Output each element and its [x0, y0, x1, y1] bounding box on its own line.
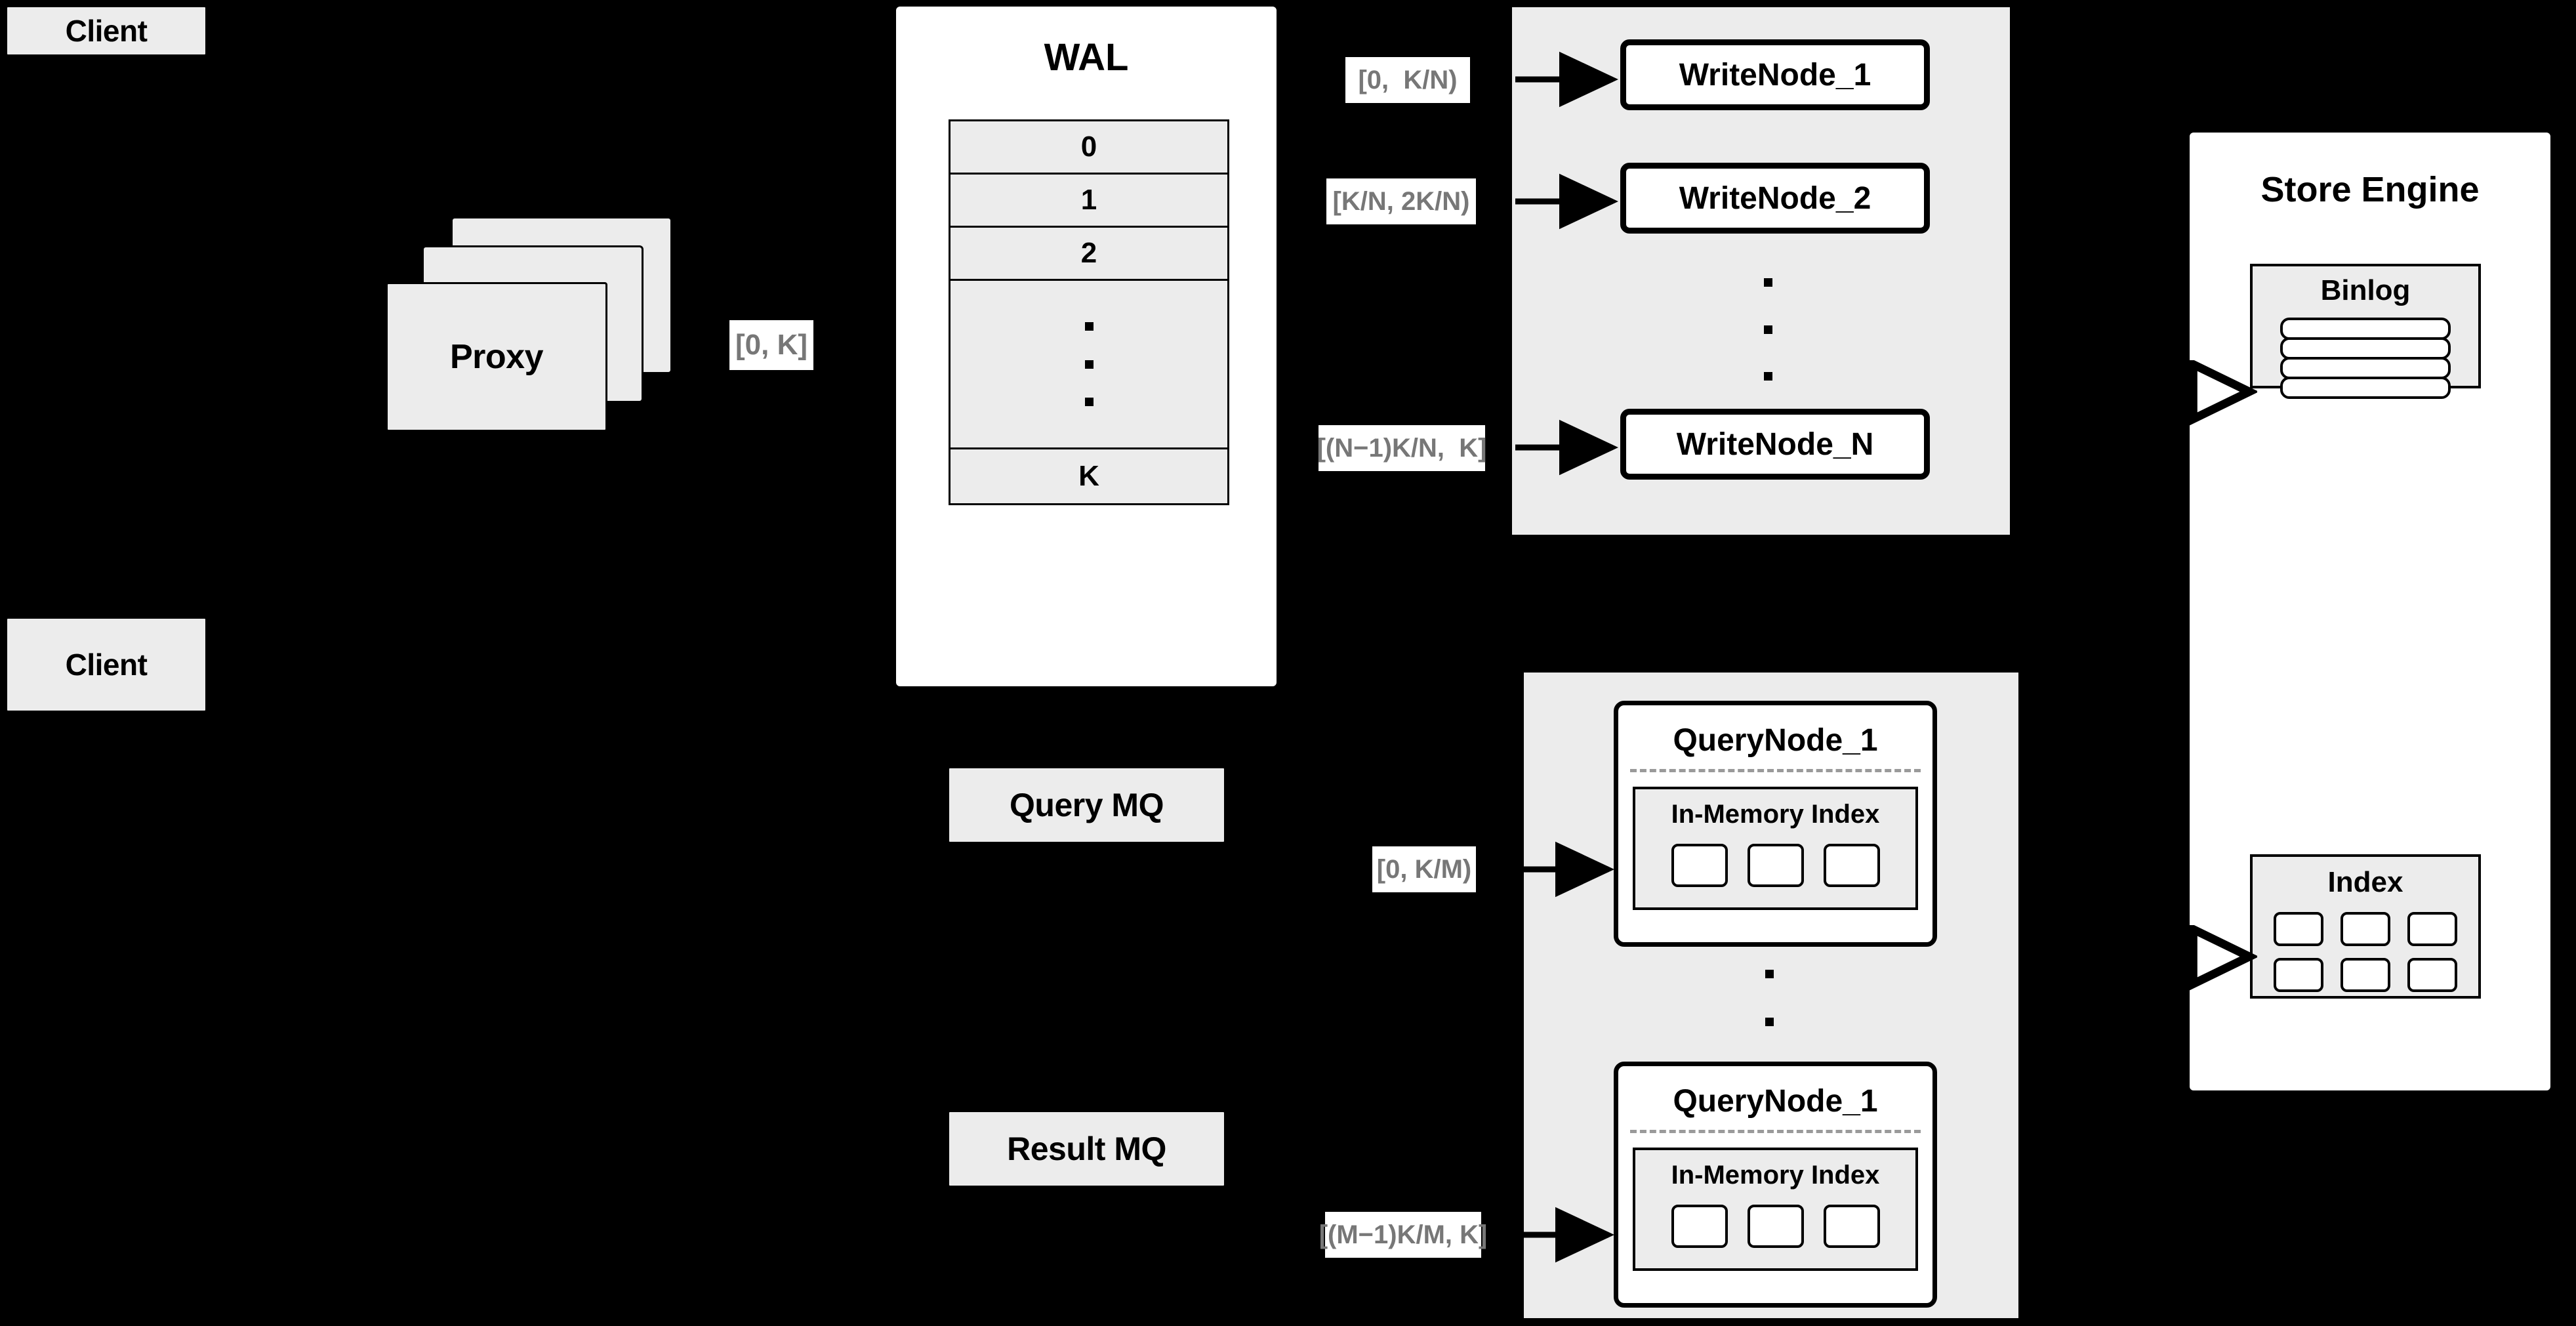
client-label: Client [65, 648, 148, 682]
write-node-2[interactable]: WriteNode_2 [1620, 163, 1930, 234]
proxy-label: Proxy [449, 338, 544, 376]
range-text: [(N−1)K/N, K] [1317, 433, 1487, 463]
in-memory-index-panel: In-Memory Index [1633, 1148, 1918, 1271]
range-text: [0, K/M) [1376, 854, 1472, 884]
wal-cell[interactable]: 1 [949, 173, 1229, 228]
query-node-divider [1630, 1130, 1921, 1133]
write-node-2-range-label: [K/N, 2K/N) [1326, 178, 1476, 224]
wal-title: WAL [1044, 36, 1129, 79]
write-node-n-range-label: [(N−1)K/N, K] [1317, 425, 1487, 471]
index-slot[interactable] [1671, 844, 1728, 887]
query-node-2[interactable]: QueryNode_1 In-Memory Index [1614, 1062, 1937, 1308]
client-box-1[interactable]: Client [5, 5, 207, 56]
result-mq-box[interactable]: Result MQ [947, 1110, 1226, 1188]
proxy-box[interactable]: Proxy [386, 282, 607, 432]
query-node-1-range-label: [0, K/M) [1372, 846, 1476, 892]
query-node-divider [1630, 769, 1921, 772]
vertical-ellipsis-icon [1084, 322, 1094, 406]
write-cluster-ellipsis-icon [1763, 278, 1772, 381]
binlog-bar[interactable] [2280, 377, 2451, 399]
result-mq-label: Result MQ [1007, 1130, 1166, 1167]
write-node-n[interactable]: WriteNode_N [1620, 409, 1930, 480]
binlog-bar[interactable] [2280, 337, 2451, 360]
store-index-slot[interactable] [2341, 912, 2390, 946]
wal-container: WAL 0 1 2 K [893, 4, 1279, 689]
query-mq-box[interactable]: Query MQ [947, 766, 1226, 844]
store-index-title: Index [2327, 866, 2403, 898]
range-text: [(M−1)K/M, K] [1319, 1220, 1488, 1249]
binlog-title: Binlog [2320, 274, 2411, 306]
store-index-slot[interactable] [2274, 958, 2323, 992]
index-slot[interactable] [1671, 1205, 1728, 1248]
store-engine-title: Store Engine [2260, 170, 2480, 209]
write-node-1-range-label: [0, K/N) [1345, 57, 1470, 103]
wal-cell[interactable]: 2 [949, 226, 1229, 281]
binlog-bar[interactable] [2280, 357, 2451, 379]
store-index-slot[interactable] [2274, 912, 2323, 946]
range-text: [K/N, 2K/N) [1332, 186, 1470, 216]
proxy-range-label: [0, K] [729, 320, 813, 370]
wal-cell-ellipsis [949, 279, 1229, 449]
store-engine-container: Store Engine Binlog Index [2187, 130, 2553, 1093]
write-node-label: WriteNode_2 [1679, 180, 1871, 216]
index-slot[interactable] [1747, 1205, 1804, 1248]
client-label: Client [65, 14, 148, 48]
client-box-2[interactable]: Client [5, 617, 207, 713]
wal-cell-label: 0 [1080, 131, 1097, 163]
proxy-range-text: [0, K] [735, 329, 808, 361]
query-cluster-ellipsis-icon [1765, 970, 1774, 1073]
in-memory-index-panel: In-Memory Index [1633, 787, 1918, 910]
index-slot[interactable] [1823, 844, 1880, 887]
write-node-label: WriteNode_N [1676, 426, 1874, 462]
store-index-panel: Index [2250, 854, 2481, 999]
binlog-panel: Binlog [2250, 264, 2481, 399]
query-node-2-range-label: [(M−1)K/M, K] [1319, 1212, 1487, 1258]
binlog-bar[interactable] [2280, 318, 2451, 340]
wal-cell-label: 1 [1080, 184, 1097, 216]
query-node-label: QueryNode_1 [1673, 723, 1878, 758]
wal-cell[interactable]: 0 [949, 119, 1229, 175]
write-node-label: WriteNode_1 [1679, 57, 1871, 93]
store-index-slot[interactable] [2407, 958, 2457, 992]
in-memory-index-title: In-Memory Index [1671, 800, 1880, 829]
write-node-1[interactable]: WriteNode_1 [1620, 39, 1930, 110]
wal-cell-label: 2 [1080, 237, 1097, 269]
index-slot[interactable] [1747, 844, 1804, 887]
query-node-1[interactable]: QueryNode_1 In-Memory Index [1614, 701, 1937, 947]
store-index-slot[interactable] [2341, 958, 2390, 992]
wal-cell-label: K [1078, 460, 1099, 492]
query-mq-label: Query MQ [1010, 787, 1164, 823]
store-index-slot[interactable] [2407, 912, 2457, 946]
wal-cell-list: 0 1 2 K [949, 119, 1229, 505]
wal-cell[interactable]: K [949, 447, 1229, 505]
index-slot[interactable] [1823, 1205, 1880, 1248]
in-memory-index-title: In-Memory Index [1671, 1161, 1880, 1190]
range-text: [0, K/N) [1358, 65, 1458, 94]
query-node-label: QueryNode_1 [1673, 1084, 1878, 1119]
